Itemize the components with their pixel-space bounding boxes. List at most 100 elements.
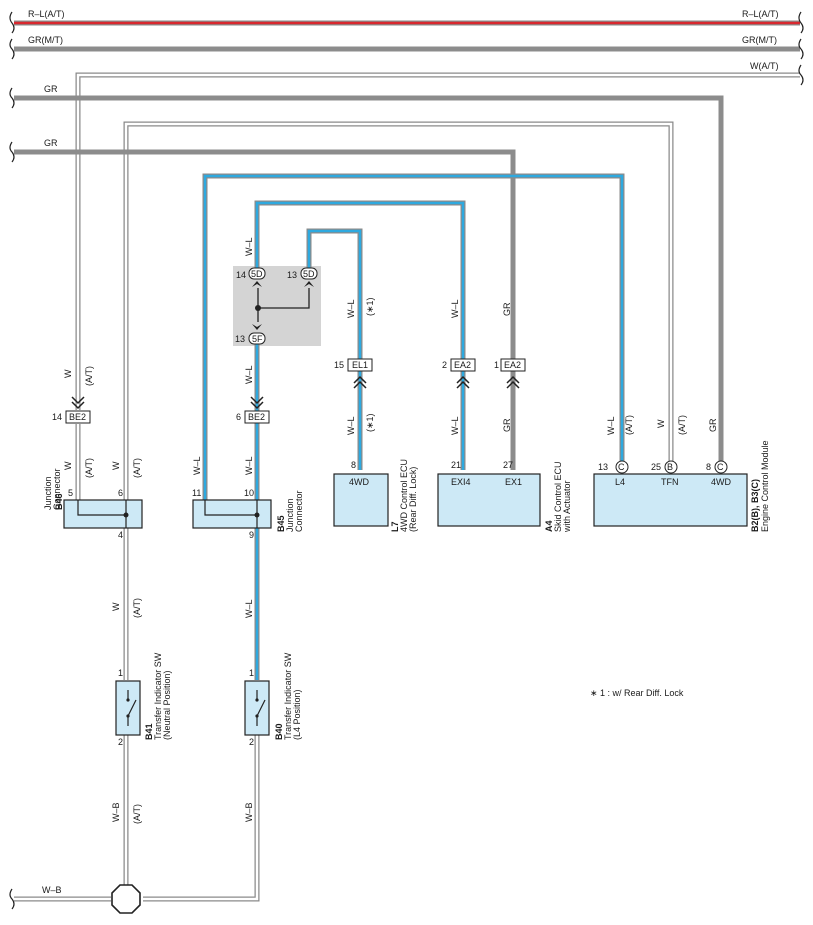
svg-text:5F: 5F [252, 334, 263, 344]
svg-text:W–B: W–B [111, 802, 121, 822]
wire-break-ticks-left [9, 11, 15, 910]
svg-text:Transfer Indicator SW: Transfer Indicator SW [153, 652, 163, 740]
svg-text:W–L: W–L [450, 416, 460, 435]
svg-text:13: 13 [287, 270, 297, 280]
svg-text:W–L: W–L [192, 456, 202, 475]
svg-text:6: 6 [118, 488, 123, 498]
svg-text:W: W [111, 461, 121, 470]
svg-text:1: 1 [494, 360, 499, 370]
svg-text:C: C [618, 462, 625, 472]
svg-text:GR: GR [502, 302, 512, 316]
junction-dot [255, 305, 261, 311]
label-rl-right: R–L(A/T) [742, 9, 779, 19]
wire-wb [14, 735, 260, 902]
svg-text:6: 6 [236, 412, 241, 422]
svg-text:B: B [667, 462, 673, 472]
svg-text:14: 14 [52, 412, 62, 422]
svg-text:EX1: EX1 [505, 477, 522, 487]
svg-text:4WD Control ECU: 4WD Control ECU [399, 459, 409, 532]
svg-text:W: W [656, 419, 666, 428]
label-gr-1: GR [44, 84, 58, 94]
svg-text:Transfer Indicator SW: Transfer Indicator SW [283, 652, 293, 740]
svg-text:13: 13 [598, 462, 608, 472]
svg-text:EA2: EA2 [454, 360, 471, 370]
component-b46: 5 6 4 B46 Junction Connector [43, 468, 143, 540]
footnote: ∗ 1 : w/ Rear Diff. Lock [590, 688, 684, 698]
wire-w-tfn [123, 121, 674, 505]
svg-text:L7: L7 [390, 521, 400, 532]
wire-wl-l4 [202, 173, 625, 500]
svg-text:(A/T): (A/T) [132, 458, 142, 478]
svg-text:W–L: W–L [244, 599, 254, 618]
svg-text:21: 21 [451, 460, 461, 470]
wire-break-ticks-right [798, 11, 804, 86]
svg-text:W–L: W–L [346, 416, 356, 435]
svg-text:W–B: W–B [42, 885, 62, 895]
svg-text:BE2: BE2 [69, 412, 86, 422]
svg-text:14: 14 [236, 270, 246, 280]
svg-text:Connector: Connector [294, 490, 304, 532]
component-l7: 8 4WD L7 4WD Control ECU (Rear Diff. Loc… [333, 459, 418, 532]
label-rl-left: R–L(A/T) [28, 9, 65, 19]
svg-text:13: 13 [235, 334, 245, 344]
svg-text:W: W [63, 461, 73, 470]
svg-text:5D: 5D [251, 269, 263, 279]
svg-text:W–L: W–L [450, 299, 460, 318]
svg-text:EL1: EL1 [352, 360, 368, 370]
label-gr-mt-left: GR(M/T) [28, 35, 63, 45]
svg-text:5: 5 [68, 488, 73, 498]
svg-text:B46: B46 [54, 493, 64, 510]
svg-text:5D: 5D [303, 269, 315, 279]
svg-text:(Neutral Position): (Neutral Position) [162, 670, 172, 740]
connector-ea2-b: 1 EA2 [494, 358, 526, 389]
svg-text:B41: B41 [144, 723, 154, 740]
component-ecm: 13 C 25 B 8 C L4 TFN 4WD B2(B), B3(C) En… [593, 440, 770, 532]
label-gr-mt-right: GR(M/T) [742, 35, 777, 45]
svg-text:15: 15 [334, 360, 344, 370]
svg-text:(L4 Position): (L4 Position) [292, 689, 302, 740]
svg-text:27: 27 [503, 460, 513, 470]
svg-text:(∗1): (∗1) [365, 297, 375, 316]
svg-text:A4: A4 [544, 520, 554, 532]
svg-text:GR: GR [708, 418, 718, 432]
connector-be2-left: 14 BE2 [52, 396, 91, 424]
svg-text:Connector: Connector [52, 468, 62, 510]
svg-text:(A/T): (A/T) [84, 366, 94, 386]
component-b45: 11 10 9 B45 Junction Connector [192, 488, 304, 540]
svg-text:BE2: BE2 [248, 412, 265, 422]
svg-text:W–L: W–L [606, 416, 616, 435]
svg-text:(A/T): (A/T) [84, 458, 94, 478]
connector-ea2-a: 2 EA2 [442, 358, 476, 389]
svg-text:EA2: EA2 [504, 360, 521, 370]
svg-text:W–L: W–L [244, 237, 254, 256]
wire-gr-ecm [14, 95, 724, 462]
wire-wl-4wd [306, 228, 363, 470]
svg-text:(A/T): (A/T) [677, 415, 687, 435]
svg-text:1: 1 [249, 668, 254, 678]
svg-text:1: 1 [118, 668, 123, 678]
connector-be2-right: 6 BE2 [236, 396, 270, 424]
svg-text:W–B: W–B [244, 802, 254, 822]
svg-text:with Actuator: with Actuator [562, 480, 572, 533]
svg-text:25: 25 [651, 462, 661, 472]
svg-text:TFN: TFN [661, 477, 679, 487]
svg-text:GR: GR [502, 418, 512, 432]
svg-text:Engine Control Module: Engine Control Module [760, 440, 770, 532]
svg-text:B45: B45 [276, 515, 286, 532]
svg-text:Junction: Junction [43, 476, 53, 510]
label-w-at-right: W(A/T) [750, 61, 779, 71]
svg-text:8: 8 [706, 462, 711, 472]
svg-text:B40: B40 [274, 723, 284, 740]
connector-5d-14: 14 5D [236, 267, 266, 287]
svg-text:11: 11 [192, 488, 201, 498]
connector-5d-13: 13 5D [287, 267, 318, 287]
component-b40: 1 2 B40 Transfer Indicator SW (L4 Positi… [244, 652, 302, 747]
label-gr-2: GR [44, 138, 58, 148]
svg-text:W–L: W–L [244, 365, 254, 384]
wire-wl-exi4 [254, 200, 466, 470]
svg-text:(A/T): (A/T) [132, 598, 142, 618]
component-b41: 1 2 B41 Transfer Indicator SW (Neutral P… [115, 652, 172, 747]
svg-text:2: 2 [118, 737, 123, 747]
ground-junction-icon [111, 884, 141, 914]
